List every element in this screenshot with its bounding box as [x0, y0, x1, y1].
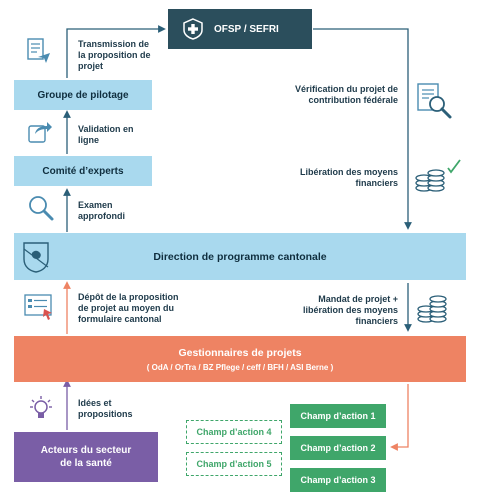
lightbulb-icon	[29, 394, 53, 424]
label-validation: Validation en ligne	[78, 124, 134, 145]
champ-action-3: Champ d’action 3	[290, 468, 386, 492]
gestionnaires-projets-box: Gestionnaires de projets ( OdA / OrTra /…	[14, 336, 466, 382]
gestionnaires-subtitle: ( OdA / OrTra / BZ Pflege / ceff / BFH /…	[146, 362, 334, 372]
acteurs-sante-box: Acteurs du secteur de la santé	[14, 432, 158, 482]
document-search-icon	[414, 82, 454, 122]
comite-experts-box: Comité d’experts	[14, 156, 152, 186]
arrow-pilotage-to-ofsp	[66, 25, 166, 78]
groupe-pilotage-label: Groupe de pilotage	[37, 89, 129, 101]
share-arrow-icon	[27, 118, 53, 144]
label-examen: Examen approfondi	[78, 200, 125, 221]
label-transmission: Transmission de la proposition de projet	[78, 39, 151, 71]
form-pointer-icon	[24, 293, 54, 321]
label-idees: Idées et propositions	[78, 398, 133, 419]
acteurs-sante-label: Acteurs du secteur de la santé	[40, 445, 132, 469]
bern-coat-of-arms-icon	[22, 241, 50, 273]
magnifier-icon	[27, 194, 55, 222]
gestionnaires-title: Gestionnaires de projets	[178, 346, 302, 359]
arrow-ofsp-to-direction	[313, 28, 412, 230]
coins-icon	[416, 290, 450, 324]
champ-action-1: Champ d’action 1	[290, 404, 386, 428]
direction-programme-box: Direction de programme cantonale	[14, 233, 466, 280]
direction-programme-label: Direction de programme cantonale	[153, 250, 327, 263]
label-verification: Vérification du projet de contribution f…	[294, 84, 398, 105]
champ-action-2: Champ d’action 2	[290, 436, 386, 460]
label-mandat: Mandat de projet + libération des moyens…	[302, 294, 398, 326]
champ-action-5: Champ d’action 5	[186, 452, 282, 476]
swiss-cross-icon	[182, 18, 204, 40]
comite-experts-label: Comité d’experts	[42, 165, 124, 177]
label-depot: Dépôt de la proposition de projet au moy…	[78, 292, 179, 324]
groupe-pilotage-box: Groupe de pilotage	[14, 80, 152, 110]
coins-check-icon	[414, 158, 462, 194]
document-send-icon	[26, 37, 52, 65]
ofsp-sefri-title: OFSP / SEFRI	[214, 23, 279, 35]
arrow-gestionnaires-to-champs	[390, 384, 409, 451]
label-liberation: Libération des moyens financiers	[299, 167, 398, 188]
ofsp-sefri-box: OFSP / SEFRI	[168, 9, 312, 49]
champ-action-4: Champ d’action 4	[186, 420, 282, 444]
